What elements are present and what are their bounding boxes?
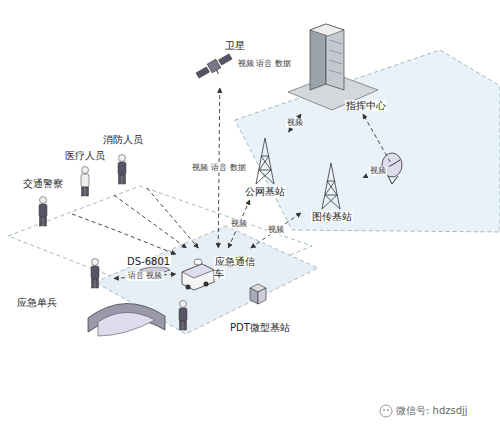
tower-video <box>322 163 340 209</box>
dashed-connector <box>114 195 186 248</box>
satellite-icon <box>195 52 235 83</box>
node-label: 消防人员 <box>102 134 144 145</box>
node-text-block: 卫星 <box>194 40 246 52</box>
node-label: 应急通信 车 <box>214 256 255 279</box>
node-text-block: 交通警察 <box>16 178 70 190</box>
dashed-connector <box>251 213 301 248</box>
edge-label: 语音 视频 <box>127 272 164 281</box>
node-label-box: 图传基站 <box>303 159 361 223</box>
node-label: PDT微型基站 <box>229 322 291 333</box>
edge-label: 视频 <box>369 167 387 176</box>
edge-label: 视频 语音 数据 <box>191 164 246 173</box>
node-text-block: DS-6801 <box>126 256 176 268</box>
node-label-box: 交通警察 <box>16 178 70 228</box>
watermark: 微信号: hdzsdjj <box>396 404 468 418</box>
dashed-connector <box>72 214 176 254</box>
command-building <box>288 24 378 110</box>
dashed-connector <box>363 114 392 178</box>
edge-label: 视频 <box>286 119 304 128</box>
edge-label: 视频 <box>267 226 285 235</box>
node-text-block: 指挥中心 <box>283 100 387 112</box>
node-label: DS-6801 <box>126 256 171 267</box>
edge-label: 视频 <box>230 220 248 229</box>
node-label: 指挥中心 <box>345 100 387 111</box>
node-label: 卫星 <box>224 40 246 51</box>
tower-public <box>256 138 274 184</box>
node-text-block: 医疗人员 <box>58 150 112 162</box>
node-text-block: 图传基站 <box>303 211 361 223</box>
node-label: 应急单兵 <box>16 297 58 308</box>
node-text-block: 消防人员 <box>96 134 150 146</box>
node-text-block: PDT微型基站 <box>224 322 296 334</box>
emergency-vehicle <box>182 259 214 290</box>
command-ground <box>235 50 500 232</box>
dashed-connector <box>228 200 249 248</box>
node-label-box: 指挥中心 <box>283 18 387 112</box>
node-label: 图传基站 <box>311 211 353 222</box>
node-label-box: 应急单兵 <box>16 255 112 309</box>
dashed-connector <box>147 188 198 248</box>
node-label-box: PDT微型基站 <box>224 282 296 334</box>
node-text-block: 公网基站 <box>238 186 292 198</box>
node-text-block: 应急单兵 <box>16 297 112 309</box>
pdt-station <box>250 284 266 304</box>
node-label: 公网基站 <box>244 186 286 197</box>
watermark-icon <box>380 405 392 417</box>
node-label: 交通警察 <box>22 178 64 189</box>
node-text-block: 应急通信 车 <box>214 256 258 280</box>
console-desk <box>88 303 165 336</box>
edge-label: 视频 语音 数据 <box>237 59 292 68</box>
node-label-box: 应急通信 车 <box>178 250 258 292</box>
node-label-box: 医疗人员 <box>58 150 112 198</box>
node-label: 医疗人员 <box>64 150 106 161</box>
